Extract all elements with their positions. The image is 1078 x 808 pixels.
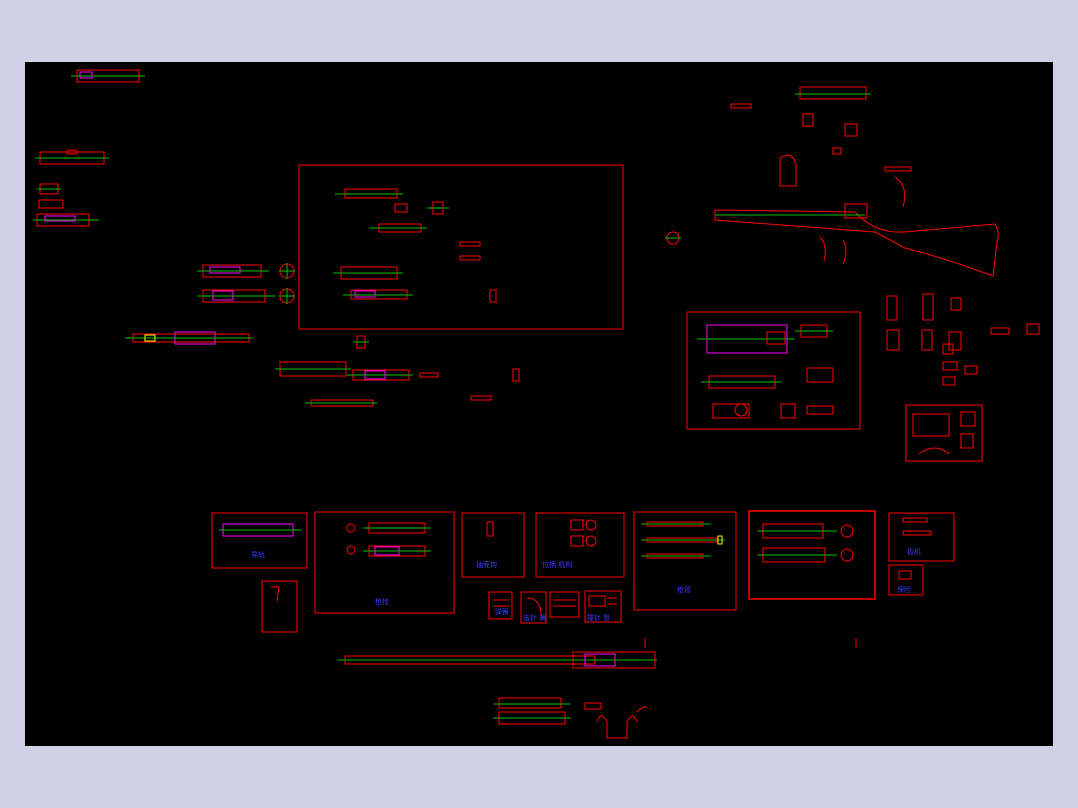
sheet-frame-s3 bbox=[461, 512, 525, 578]
sheet-frame-s8 bbox=[488, 591, 513, 620]
label-s9: 击针 簧 bbox=[523, 613, 546, 622]
cad-drawing-canvas[interactable]: 导轨 枪栓 抽壳钩 拉柄 机构 枪管 扳机 保险 弹簧 击针 簧 撞针 管 bbox=[25, 62, 1053, 746]
label-s7: 扳机 bbox=[907, 547, 921, 556]
sheet-frame-s7 bbox=[888, 512, 955, 562]
label-s4: 拉柄 机构 bbox=[542, 560, 572, 569]
part-bottom-receiver bbox=[493, 697, 648, 739]
frame-receiver-assembly bbox=[298, 164, 624, 330]
label-s1: 导轨 bbox=[251, 550, 265, 559]
label-s8: 弹簧 bbox=[495, 607, 509, 616]
sheet-frame-s9 bbox=[520, 591, 547, 624]
part-receiver-rail bbox=[275, 361, 520, 407]
part-barrel bbox=[337, 638, 857, 669]
sheet-frame-s4 bbox=[535, 512, 625, 578]
sheet-frame-s1 bbox=[211, 512, 308, 569]
label-s2: 枪栓 bbox=[375, 597, 389, 606]
part-bolt-body-left bbox=[197, 263, 295, 304]
sheet-frame-s2 bbox=[314, 511, 455, 614]
label-s11: 撞针 管 bbox=[587, 613, 610, 622]
sheet-frame-s5 bbox=[633, 511, 737, 611]
label-s5: 枪管 bbox=[677, 585, 691, 594]
label-s3: 抽壳钩 bbox=[476, 560, 497, 569]
part-rifle-stock bbox=[665, 154, 999, 277]
frame-trigger-mechanism bbox=[905, 404, 983, 462]
parts-far-right-cluster bbox=[886, 293, 1040, 386]
part-rail-top-left bbox=[71, 69, 145, 83]
cad-drawing: 导轨 枪栓 抽壳钩 拉柄 机构 枪管 扳机 保险 弹簧 击针 簧 撞针 管 bbox=[33, 69, 1040, 739]
sheet-frame-spring bbox=[549, 591, 580, 618]
label-s10: 保险 bbox=[897, 585, 911, 594]
sheet-frame-s11 bbox=[584, 590, 622, 623]
part-top-right-rail bbox=[730, 86, 912, 172]
sheet-frame-pin bbox=[261, 580, 298, 633]
sheet-frame-s10 bbox=[888, 564, 924, 596]
frame-bolt-detail-right bbox=[686, 311, 861, 430]
sheet-frame-s6 bbox=[748, 510, 876, 600]
part-slide-left bbox=[35, 149, 109, 165]
part-small-center-pin bbox=[353, 335, 369, 349]
part-bolt-left-small bbox=[33, 183, 99, 227]
part-firing-pin-long bbox=[125, 331, 253, 345]
